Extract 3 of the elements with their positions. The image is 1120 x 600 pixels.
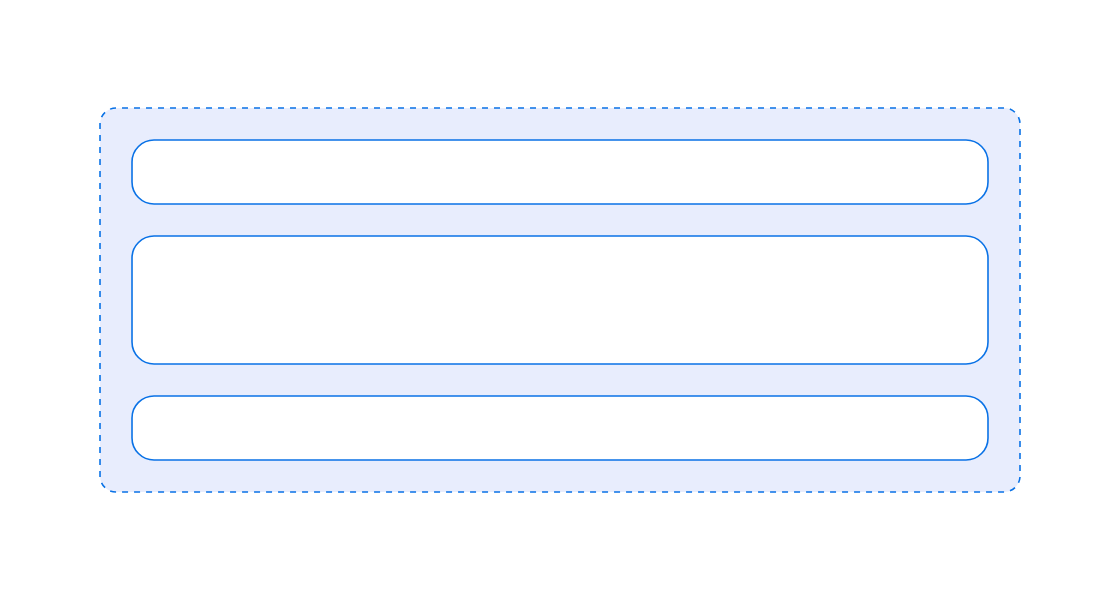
rounded-box xyxy=(131,235,989,365)
rounded-box xyxy=(131,139,989,205)
rounded-box xyxy=(131,395,989,461)
